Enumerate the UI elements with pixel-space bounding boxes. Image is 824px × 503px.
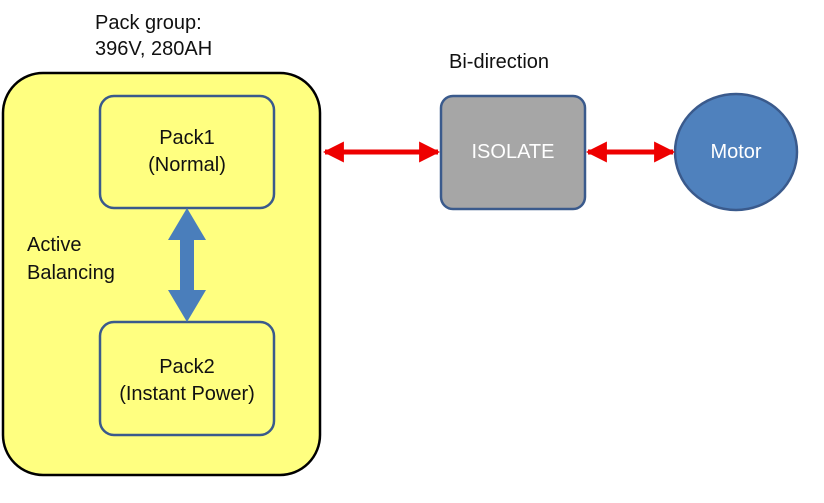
pack1-label: Pack1 (Normal) [100, 96, 274, 208]
pack2-mode: (Instant Power) [119, 382, 255, 405]
motor-text: Motor [710, 140, 762, 163]
active-balancing-line1: Active [27, 234, 82, 256]
pack-group-title-line2: 396V, 280AH [95, 38, 213, 60]
pack2-label: Pack2 (Instant Power) [100, 324, 274, 437]
pack1-name: Pack1 [159, 127, 215, 149]
isolate-label: ISOLATE [441, 96, 585, 209]
isolate-text: ISOLATE [471, 141, 555, 163]
pack-group-title: Pack group: 396V, 280AH [95, 10, 212, 62]
motor-label: Motor [675, 94, 797, 210]
balancing-double-arrow [168, 208, 206, 322]
pack2-name: Pack2 [159, 355, 215, 378]
pack-group-title-line1: Pack group: [95, 12, 202, 34]
isolate-box [439, 94, 587, 211]
bidirection-label: Bi-direction [449, 51, 550, 73]
active-balancing-line2: Balancing [27, 262, 115, 284]
active-balancing-label: Active Balancing [27, 231, 115, 287]
pack1-mode: (Normal) [148, 154, 226, 176]
